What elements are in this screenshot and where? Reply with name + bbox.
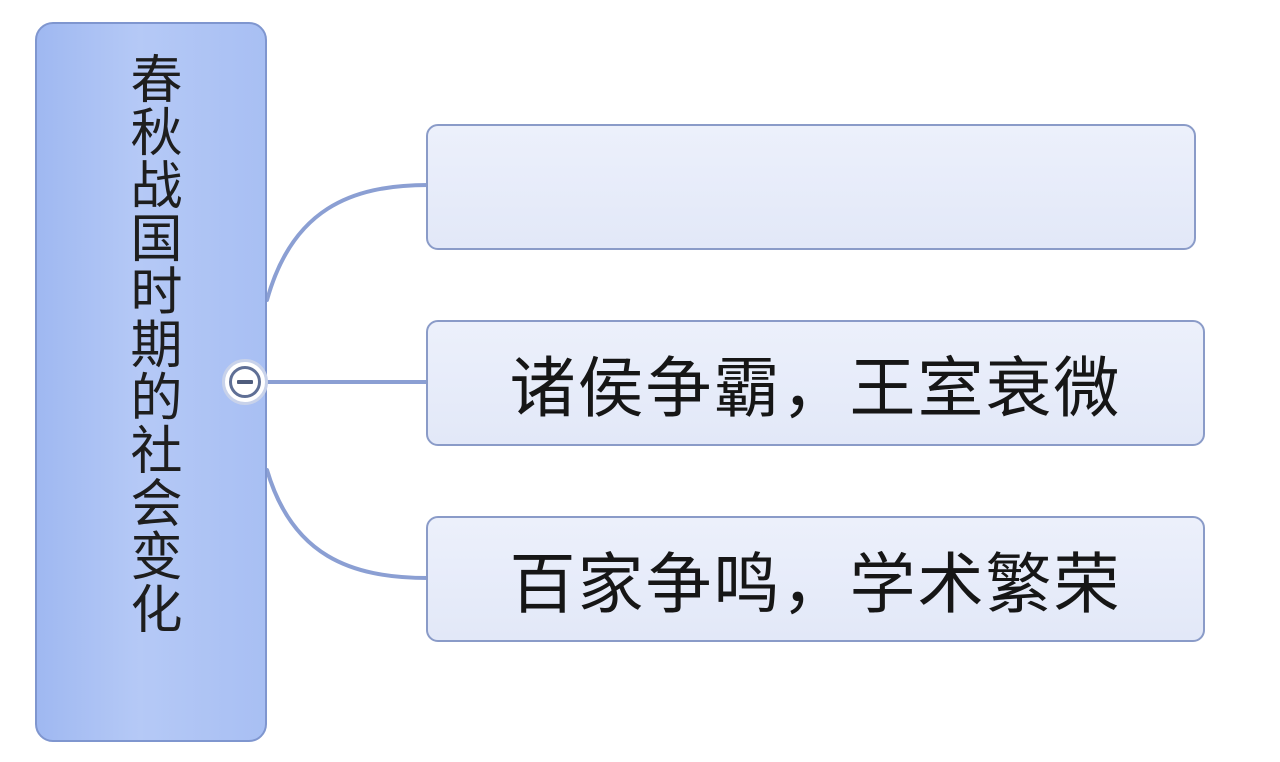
branch-2-label: 诸侯争霸，王室衰微 — [509, 350, 1122, 427]
collapse-toggle-button[interactable] — [222, 359, 268, 405]
connector-to-branch-1 — [265, 183, 430, 302]
root-topic-title: 春秋战国时期的社会变化 — [121, 52, 181, 635]
branch-node-1[interactable] — [426, 124, 1196, 250]
branch-node-2[interactable]: 诸侯争霸，王室衰微 — [426, 320, 1205, 446]
minus-bar — [237, 380, 253, 384]
collapse-minus-icon — [229, 366, 261, 398]
branch-3-label: 百家争鸣，学术繁荣 — [509, 546, 1122, 623]
branch-node-3[interactable]: 百家争鸣，学术繁荣 — [426, 516, 1205, 642]
connector-to-branch-3 — [265, 468, 430, 580]
